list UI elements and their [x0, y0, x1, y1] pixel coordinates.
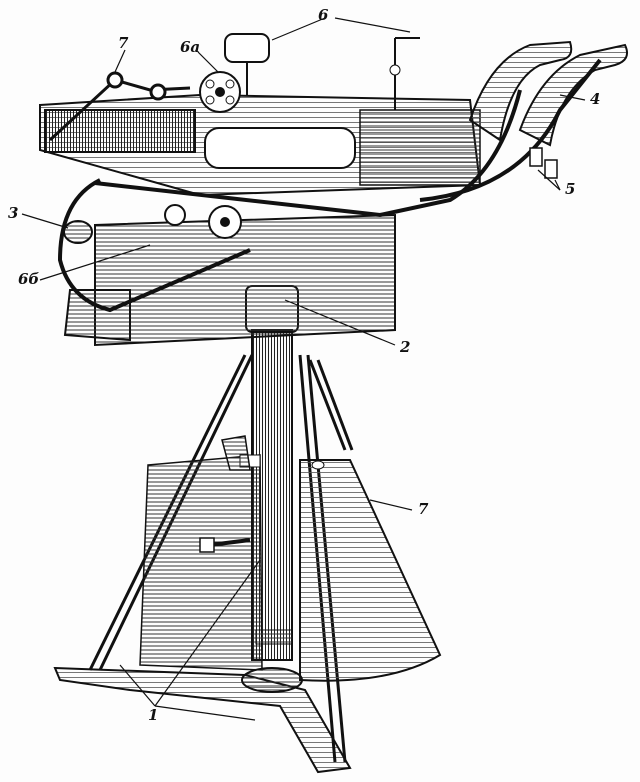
- traverse-gear-6b: [164, 204, 242, 239]
- fasteners-5: [529, 147, 558, 179]
- label-6b: 6б: [18, 270, 40, 288]
- label-6: 6: [318, 6, 329, 24]
- label-4: 4: [590, 90, 601, 108]
- tripod-base-plate: [53, 666, 352, 774]
- label-2: 2: [400, 338, 411, 356]
- knob-3: [63, 220, 93, 244]
- label-7-cone: 7: [418, 500, 429, 518]
- top-linkage-7: [48, 71, 191, 142]
- leader-lines: [21, 17, 586, 721]
- handle-bars: [57, 58, 602, 313]
- conical-shield: [299, 459, 442, 682]
- sight-device-6: [224, 33, 420, 110]
- label-6a: 6а: [180, 38, 201, 56]
- label-1: 1: [148, 706, 159, 724]
- gun-receiver: [39, 93, 482, 197]
- ammunition-box: [63, 213, 396, 347]
- label-5: 5: [565, 180, 576, 198]
- label-7-top: 7: [118, 34, 129, 52]
- rear-shield-plate: [139, 454, 263, 671]
- label-3: 3: [8, 204, 19, 222]
- elevation-crank: [199, 435, 251, 553]
- counter-gear-6a: [199, 71, 241, 113]
